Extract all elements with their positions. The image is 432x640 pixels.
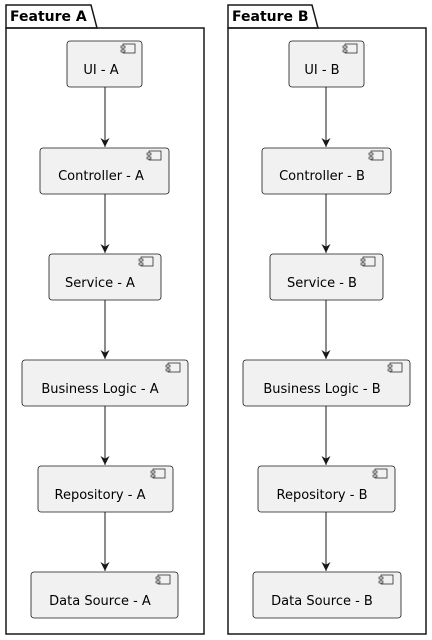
component-ui[interactable]: UI - B	[288, 40, 365, 88]
package-feature-a: Feature A UI - A Controller - A	[5, 4, 205, 635]
component-icon	[165, 362, 181, 373]
component-label: Repository - B	[277, 488, 368, 503]
component-controller[interactable]: Controller - A	[39, 147, 170, 195]
component-label: Repository - A	[55, 488, 146, 503]
component-icon	[368, 150, 384, 161]
component-label: Service - B	[287, 276, 357, 291]
component-service[interactable]: Service - B	[269, 253, 384, 301]
component-icon	[360, 256, 376, 267]
component-label: Business Logic - B	[263, 382, 380, 397]
component-icon	[372, 468, 388, 479]
component-icon	[150, 468, 166, 479]
component-data-source[interactable]: Data Source - B	[252, 571, 402, 619]
component-icon	[387, 362, 403, 373]
component-icon	[138, 256, 154, 267]
component-service[interactable]: Service - A	[48, 253, 162, 301]
component-controller[interactable]: Controller - B	[261, 147, 392, 195]
package-title: Feature A	[10, 9, 87, 25]
component-label: UI - B	[304, 63, 339, 78]
component-icon	[155, 574, 171, 585]
component-business-logic[interactable]: Business Logic - A	[21, 359, 189, 407]
component-label: Service - A	[65, 276, 135, 291]
component-label: Business Logic - A	[41, 382, 158, 397]
component-data-source[interactable]: Data Source - A	[30, 571, 179, 619]
package-title: Feature B	[232, 9, 309, 25]
component-icon	[378, 574, 394, 585]
component-label: Data Source - B	[271, 594, 373, 609]
component-business-logic[interactable]: Business Logic - B	[242, 359, 411, 407]
component-label: Controller - A	[58, 169, 144, 184]
component-icon	[120, 43, 136, 54]
component-repository[interactable]: Repository - B	[257, 465, 396, 513]
component-label: Controller - B	[279, 169, 365, 184]
component-repository[interactable]: Repository - A	[37, 465, 174, 513]
component-label: UI - A	[83, 63, 118, 78]
component-label: Data Source - A	[49, 594, 151, 609]
component-icon	[146, 150, 162, 161]
package-body	[5, 27, 205, 635]
component-icon	[342, 43, 358, 54]
component-ui[interactable]: UI - A	[66, 40, 143, 88]
package-feature-b: Feature B UI - B Controller - B	[227, 4, 427, 635]
package-body	[227, 27, 427, 635]
